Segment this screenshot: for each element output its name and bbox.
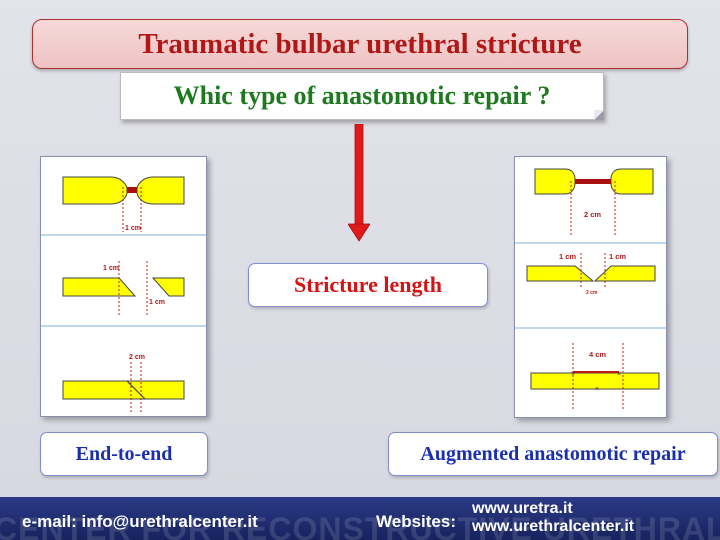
criterion-box: Stricture length bbox=[248, 263, 488, 307]
end-to-end-label: End-to-end bbox=[75, 442, 173, 465]
footer-site-uretra[interactable]: www.uretra.it bbox=[472, 500, 573, 517]
left-dim-1: 1 cm bbox=[125, 225, 141, 232]
question-box: Whic type of anastomotic repair ? bbox=[120, 72, 604, 120]
svg-text:×: × bbox=[571, 371, 575, 378]
footer-site-urethralcenter[interactable]: www.urethralcenter.it bbox=[472, 518, 635, 535]
title-banner: Traumatic bulbar urethral stricture bbox=[32, 19, 688, 69]
right-stage-1: 2 cm bbox=[534, 168, 654, 237]
down-arrow-icon bbox=[347, 123, 371, 242]
svg-text:×: × bbox=[595, 386, 599, 393]
left-stage-1: 1 cm bbox=[62, 176, 185, 232]
end-to-end-diagram-panel: 1 cm 1 cm 1 cm 2 cm bbox=[40, 156, 207, 417]
left-dim-3: 2 cm bbox=[129, 354, 145, 361]
question-text: Whic type of anastomotic repair ? bbox=[173, 81, 551, 110]
end-to-end-label-box: End-to-end bbox=[40, 432, 208, 476]
criterion-text: Stricture length bbox=[293, 272, 443, 297]
footer-bar: CENTER FOR RECONSTRUCTIVE URETHRAL SURGE… bbox=[0, 497, 720, 540]
page-fold-corner bbox=[594, 110, 604, 120]
slide-title: Traumatic bulbar urethral stricture bbox=[138, 27, 582, 60]
right-dim-1: 2 cm bbox=[584, 210, 601, 219]
augmented-repair-diagram-panel: 2 cm 1 cm 1 cm 2 cm × × × 4 cm bbox=[514, 156, 667, 418]
right-stage-3: × × × 4 cm bbox=[530, 343, 660, 411]
right-dim-3: 4 cm bbox=[589, 350, 606, 359]
augmented-repair-label: Augmented anastomotic repair bbox=[420, 442, 686, 465]
right-stage-2: 1 cm 1 cm 2 cm bbox=[526, 252, 656, 296]
right-dim-2-right: 1 cm bbox=[609, 252, 626, 261]
augmented-repair-label-box: Augmented anastomotic repair bbox=[388, 432, 718, 476]
left-stage-3: 2 cm bbox=[62, 354, 185, 412]
right-dim-2-left: 1 cm bbox=[559, 252, 576, 261]
footer-email[interactable]: e-mail: info@urethralcenter.it bbox=[22, 512, 258, 531]
svg-text:×: × bbox=[617, 371, 621, 378]
left-dim-2-top: 1 cm bbox=[103, 265, 119, 272]
right-dim-2-bottom: 2 cm bbox=[586, 290, 598, 296]
footer-websites-label: Websites: bbox=[376, 512, 456, 531]
left-stage-2: 1 cm 1 cm bbox=[62, 261, 185, 317]
footer-watermark: CENTER FOR RECONSTRUCTIVE URETHRAL SURGE… bbox=[0, 511, 720, 540]
left-dim-2-bottom: 1 cm bbox=[149, 299, 165, 306]
